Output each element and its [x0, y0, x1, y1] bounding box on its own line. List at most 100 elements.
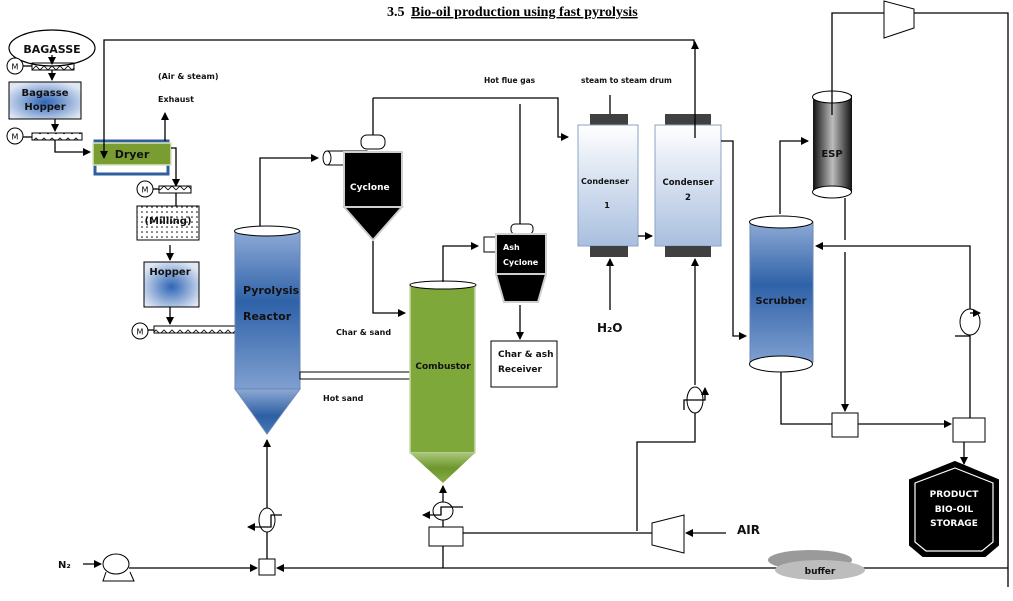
ash-cyclone-body — [495, 233, 547, 275]
water-label: H₂O — [597, 321, 623, 335]
motor-label: M — [142, 186, 149, 195]
bagasse-hopper-body — [8, 81, 82, 120]
motor-icon — [131, 322, 149, 340]
combustor: Combustor — [409, 242, 479, 483]
condenser-2-number: 2 — [685, 193, 691, 203]
buffer-label: buffer — [805, 567, 836, 577]
storage-label-2: BIO-OIL — [935, 505, 974, 515]
esp-label: ESP — [821, 149, 842, 160]
bagasse-hopper-label-2: Hopper — [24, 102, 65, 113]
char-sand-label: Char & sand — [336, 328, 391, 337]
hopper: Hopper M — [131, 261, 237, 340]
screw-conveyor-1 — [31, 62, 75, 71]
cyclone-body — [343, 151, 403, 208]
scrubber-top — [749, 215, 813, 229]
storage-label-1: PRODUCT — [930, 490, 980, 500]
bagasse-feed: BAGASSE M — [6, 29, 96, 81]
ash-cyclone-cone — [494, 273, 548, 303]
motor-label: M — [12, 63, 19, 72]
condenser-2-label: Condenser — [662, 178, 714, 188]
buffer-tank — [775, 560, 865, 580]
cyclone: Cyclone Char & sand — [322, 97, 569, 337]
mixer-box-air — [428, 526, 464, 547]
condenser-2-body — [654, 124, 722, 247]
receiver-label-1: Char & ash — [498, 350, 553, 360]
compressor-icon — [883, 0, 915, 39]
hot-sand-pipe: Hot sand — [299, 371, 411, 403]
condenser-1-bottom-cap — [590, 246, 628, 257]
reactor-cone — [234, 388, 301, 435]
scrubber: Scrubber — [749, 137, 832, 425]
milling-body — [136, 205, 200, 241]
screw-conveyor-4 — [153, 325, 237, 334]
bagasse-label: BAGASSE — [23, 43, 80, 56]
air-steam-label: (Air & steam) — [158, 72, 218, 81]
storage-tank — [909, 460, 999, 557]
hot-flue-gas-label: Hot flue gas — [484, 76, 536, 85]
combustor-cone — [410, 453, 475, 483]
bottom-network: N₂ AIR buffer — [58, 439, 1008, 582]
hopper-body — [143, 261, 200, 308]
air-compressor-icon — [651, 514, 685, 554]
esp: ESP — [812, 12, 884, 412]
exhaust-label: Exhaust — [158, 95, 194, 104]
scrubber-label: Scrubber — [755, 296, 806, 307]
mixer-box-n2 — [258, 558, 276, 576]
reactor-top — [234, 225, 300, 237]
condenser-1: Condenser 1 H₂O — [577, 95, 653, 335]
nitrogen-label: N₂ — [58, 560, 71, 571]
motor-label: M — [137, 328, 144, 337]
condenser-1-number: 1 — [604, 201, 610, 210]
bagasse-hopper: Bagasse Hopper M — [6, 81, 91, 156]
esp-bottom — [812, 185, 852, 199]
scrubber-bottom — [749, 355, 813, 373]
combustor-label: Combustor — [415, 362, 471, 372]
screw-conveyor-3 — [158, 185, 192, 194]
heat-exchanger-icon — [432, 501, 454, 521]
char-ash-receiver — [490, 340, 558, 388]
motor-icon — [6, 127, 24, 145]
reactor-body — [234, 230, 301, 390]
condenser-2: Condenser 2 — [636, 41, 747, 531]
hopper-label: Hopper — [149, 267, 190, 278]
hot-sand-label: Hot sand — [323, 394, 364, 403]
bagasse-hopper-label-1: Bagasse — [22, 88, 69, 99]
milling-label: (Milling) — [144, 216, 191, 227]
motor-label: M — [12, 133, 19, 142]
milling: (Milling) — [136, 193, 200, 261]
blower-icon — [102, 553, 130, 575]
bio-oil-storage: PRODUCT BIO-OIL STORAGE — [909, 460, 999, 557]
combustor-top — [409, 280, 477, 290]
cyclone-label: Cyclone — [350, 183, 390, 193]
cyclone-outlet — [360, 134, 386, 150]
pyrolysis-reactor: Pyrolysis Reactor — [234, 154, 319, 435]
reactor-label-1: Pyrolysis — [243, 284, 300, 297]
heat-exchanger-icon — [258, 507, 276, 533]
receiver-label-2: Receiver — [498, 365, 543, 375]
mixer-box-2 — [952, 417, 986, 443]
ash-cyclone: Ash Cyclone Char & ash Receiver — [483, 104, 558, 388]
condenser-1-body — [577, 124, 639, 247]
title-text: Bio-oil production using fast pyrolysis — [411, 5, 638, 20]
condenser-1-top-cap — [590, 114, 628, 125]
condenser-1-label: Condenser — [581, 177, 629, 186]
dryer-label: Dryer — [115, 148, 150, 161]
scrubber-recycle — [815, 242, 986, 465]
condenser-2-top-cap — [665, 114, 711, 125]
steam-to-drum-label: steam to steam drum — [581, 76, 672, 85]
reactor-label-2: Reactor — [243, 310, 292, 323]
air-label: AIR — [737, 523, 760, 537]
ash-cyclone-label-2: Cyclone — [503, 258, 539, 267]
condenser-2-bottom-cap — [665, 246, 711, 257]
top-compressor — [883, 0, 1009, 587]
diagram-title: 3.5 Bio-oil production using fast pyroly… — [387, 5, 638, 20]
scrubber-body — [749, 221, 814, 363]
mixer-box-1 — [831, 412, 859, 438]
cyclone-cone — [341, 206, 405, 242]
storage-label-3: STORAGE — [930, 519, 978, 529]
screw-conveyor-2 — [31, 132, 83, 141]
title-number: 3.5 — [387, 5, 405, 20]
ash-cyclone-label-1: Ash — [503, 243, 520, 252]
dryer-body — [92, 142, 172, 166]
